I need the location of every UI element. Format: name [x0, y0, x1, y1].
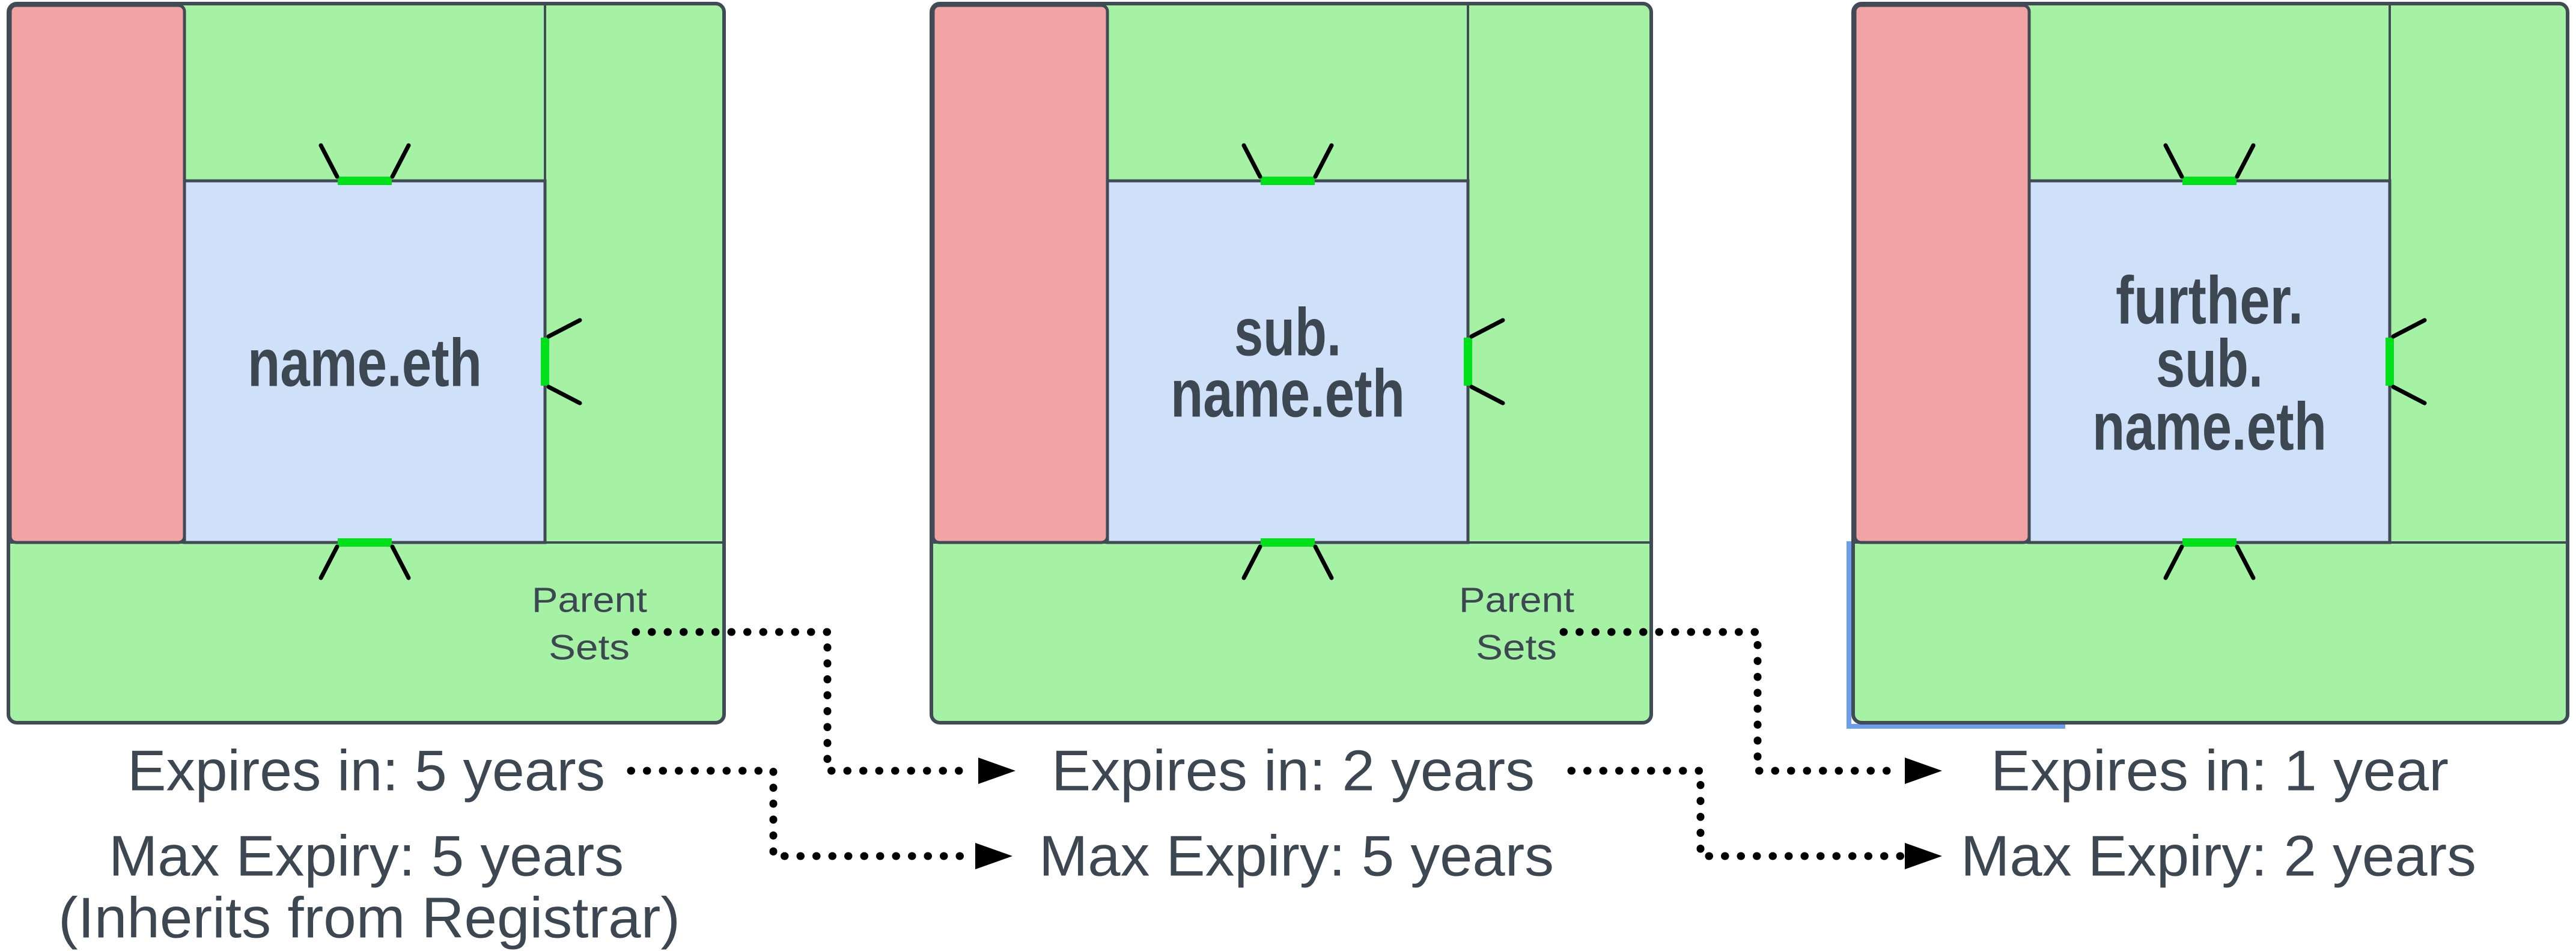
arrowhead-icon: [975, 843, 1012, 869]
name-box: [2027, 179, 2392, 544]
expires-to-max-expiry-arrow-1: [627, 767, 1012, 869]
parent-sets-label-line2: Sets: [1476, 628, 1557, 667]
max-expiry-label: Max Expiry: 2 years: [1961, 824, 2476, 889]
arrowhead-icon: [1905, 843, 1942, 869]
red-region: [8, 4, 186, 544]
diagram-name-eth: name.eth Parent Sets Expires in: 5 years…: [7, 2, 726, 950]
inherits-note-label: (Inherits from Registrar): [58, 886, 680, 950]
parent-sets-label-line1: Parent: [1459, 581, 1574, 620]
name-label-line3: name.eth: [2092, 389, 2327, 464]
connector-top-icon: [1241, 143, 1334, 185]
connector-top-icon: [318, 143, 411, 185]
diagram-further-sub-name-eth: further. sub. name.eth Expires in: 1 yea…: [1847, 2, 2569, 889]
max-expiry-label: Max Expiry: 5 years: [109, 824, 624, 889]
connector-bottom-icon: [1241, 538, 1334, 580]
red-region: [1853, 4, 2031, 544]
parent-sets-label-line2: Sets: [549, 628, 630, 667]
connector-right-icon: [2386, 318, 2427, 406]
name-label-line2: sub.: [2156, 326, 2263, 401]
arrowhead-icon: [978, 758, 1015, 784]
name-label-line1: further.: [2116, 263, 2303, 338]
expires-label: Expires in: 1 year: [1991, 739, 2449, 803]
arrowhead-icon: [1905, 758, 1942, 784]
parent-sets-to-expires-arrow-1: [632, 628, 1015, 784]
name-label-line2: name.eth: [1171, 356, 1405, 431]
max-expiry-label: Max Expiry: 5 years: [1039, 824, 1554, 889]
parent-sets-label-line1: Parent: [532, 581, 647, 620]
connector-right-icon: [1464, 318, 1505, 406]
connector-right-icon: [541, 318, 582, 406]
expires-label: Expires in: 2 years: [1052, 739, 1535, 803]
connector-bottom-icon: [2163, 538, 2256, 580]
connector-bottom-icon: [318, 538, 411, 580]
diagram-sub-name-eth: sub. name.eth Parent Sets Expires in: 2 …: [930, 2, 1653, 889]
expires-to-max-expiry-arrow-2: [1567, 767, 1942, 869]
parent-sets-to-expires-arrow-2: [1559, 628, 1942, 784]
name-label-line1: sub.: [1234, 295, 1341, 370]
name-label: name.eth: [248, 326, 482, 401]
expires-label: Expires in: 5 years: [127, 739, 605, 803]
name-box: [1106, 179, 1470, 544]
red-region: [931, 4, 1109, 544]
name-box: [183, 179, 547, 544]
connector-top-icon: [2163, 143, 2256, 185]
